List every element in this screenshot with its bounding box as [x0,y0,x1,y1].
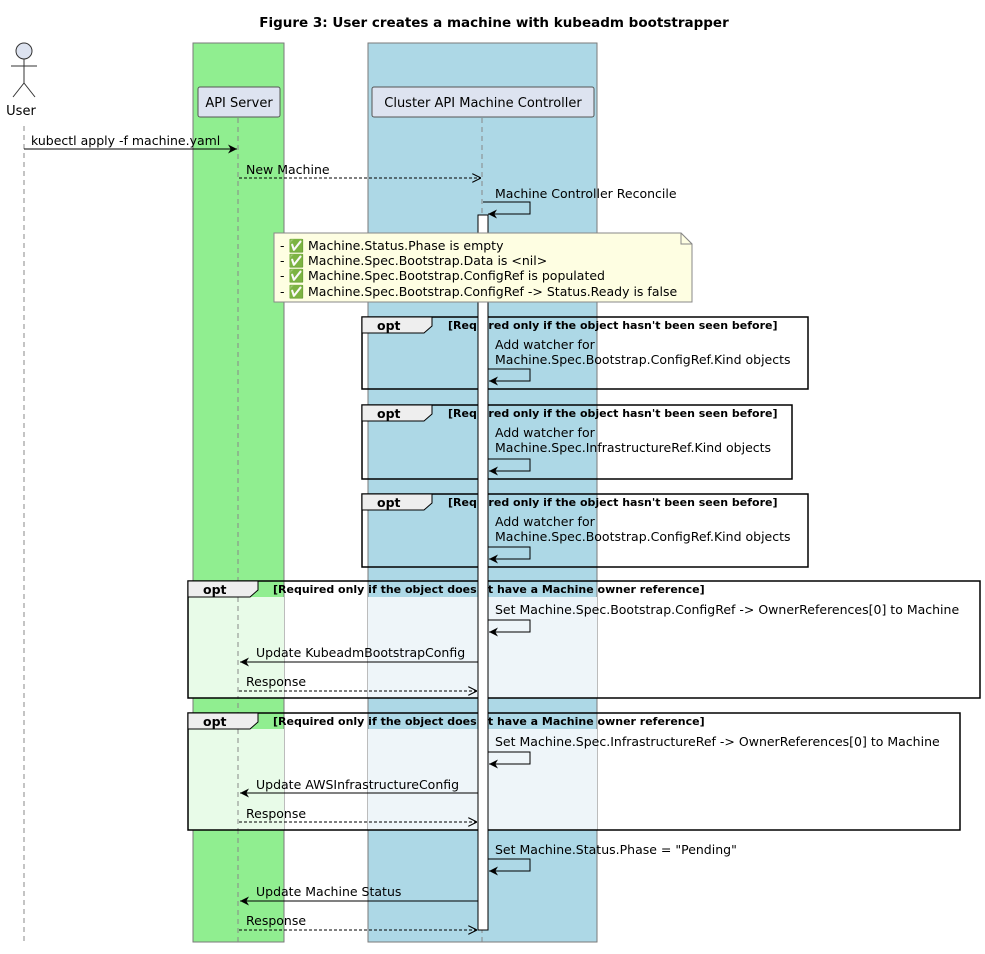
opt-2-guard: [Required only if the object hasn't been… [448,407,777,420]
opt-4-keyword: opt [203,582,227,597]
set-infra-owner-label: Set Machine.Spec.InfrastructureRef -> Ow… [495,734,940,749]
response-2-label: Response [246,806,306,821]
kubectl-label: kubectl apply -f machine.yaml [31,133,220,148]
controller-activation-bar [477,214,489,931]
opt-fragment-4: opt [Required only if the object doesn't… [187,580,981,699]
opt-2-keyword: opt [377,406,401,421]
opt-fragment-2: opt [Required only if the object hasn't … [361,404,793,480]
set-phase-label: Set Machine.Status.Phase = "Pending" [495,842,737,857]
reconcile-label: Machine Controller Reconcile [495,186,677,201]
watch-infra-arrow [488,458,531,476]
watch-bootstrap-1-line-1: Add watcher for [495,337,596,352]
watch-bootstrap-1-arrow [488,368,531,386]
user-actor-icon [11,42,37,98]
note-overlay-line-4: - ✅ Machine.Spec.Bootstrap.ConfigRef -> … [280,284,677,299]
opt-5-keyword: opt [203,714,227,729]
precondition-note-overlay: - ✅ Machine.Status.Phase is empty - ✅ Ma… [273,232,693,303]
opt-5-guard: [Required only if the object doesn't hav… [273,715,705,728]
diagram-title: Figure 3: User creates a machine with ku… [259,15,729,31]
participant-api-server [197,86,281,118]
update-aws-label: Update AWSInfrastructureConfig [256,777,459,792]
update-kubeadm-label: Update KubeadmBootstrapConfig [256,645,465,660]
opt-fragment-3: opt [Required only if the object hasn't … [361,493,809,568]
watch-infra-line-2: Machine.Spec.InfrastructureRef.Kind obje… [495,440,771,455]
watch-infra-line-1: Add watcher for [495,425,596,440]
watch-bootstrap-1-line-2: Machine.Spec.Bootstrap.ConfigRef.Kind ob… [495,352,791,367]
opt-3-guard: [Required only if the object hasn't been… [448,496,777,509]
watch-bootstrap-2-line-1: Add watcher for [495,514,596,529]
reconcile-arrow [483,201,531,219]
watch-bootstrap-2-arrow [488,546,531,564]
note-overlay-line-1: - ✅ Machine.Status.Phase is empty [280,238,504,253]
participant-controller [371,86,595,118]
participant-user-label: User [6,104,36,119]
participant-api-server-label: API Server [205,96,273,111]
set-phase-arrow [488,858,531,876]
set-infra-owner-arrow [488,751,531,769]
watch-bootstrap-2-line-2: Machine.Spec.Bootstrap.ConfigRef.Kind ob… [495,529,791,544]
opt-3-keyword: opt [377,495,401,510]
response-3-label: Response [246,913,306,928]
update-status-label: Update Machine Status [256,884,401,899]
set-bootstrap-owner-arrow [488,619,531,637]
opt-1-guard: [Required only if the object hasn't been… [448,319,777,332]
opt-fragment-1: opt [Required only if the object hasn't … [361,316,809,390]
response-1-label: Response [246,674,306,689]
opt-1-keyword: opt [377,318,401,333]
set-bootstrap-owner-label: Set Machine.Spec.Bootstrap.ConfigRef -> … [495,602,959,617]
note-overlay-line-3: - ✅ Machine.Spec.Bootstrap.ConfigRef is … [280,268,605,283]
participant-controller-label: Cluster API Machine Controller [384,96,582,111]
note-overlay-line-2: - ✅ Machine.Spec.Bootstrap.Data is <nil> [280,253,547,268]
new-machine-label: New Machine [246,162,330,177]
opt-4-guard: [Required only if the object doesn't hav… [273,583,705,596]
